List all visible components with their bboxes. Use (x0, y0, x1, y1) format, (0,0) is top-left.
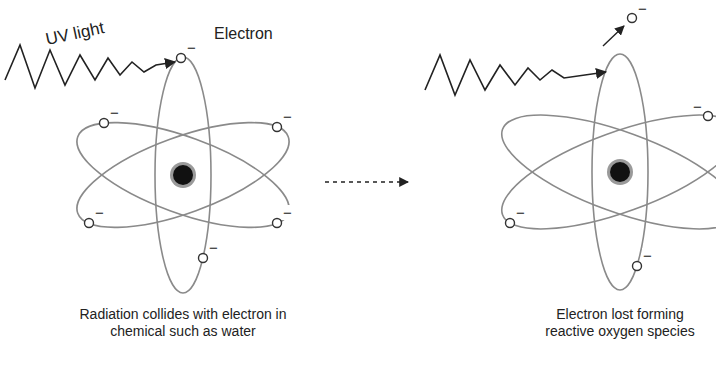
electrons (506, 14, 713, 271)
electron (100, 119, 109, 128)
right-atom (489, 54, 716, 290)
caption: Electron lost forming reactive oxygen sp… (534, 306, 706, 340)
orbit (489, 92, 716, 253)
electron (506, 219, 515, 228)
wave-label: UV light (44, 18, 106, 50)
nucleus-ring (170, 162, 196, 188)
charge-sign: − (186, 40, 197, 55)
uv-wave (5, 45, 175, 88)
charge-sign: − (637, 1, 648, 16)
orbit (155, 57, 211, 293)
electrons (85, 54, 282, 263)
charge-sign: − (282, 109, 293, 124)
charge-sign: − (94, 205, 105, 220)
nucleus (173, 165, 193, 185)
orbit (65, 101, 301, 249)
electron (704, 112, 713, 121)
transition-arrow (325, 181, 408, 182)
orbit (489, 92, 716, 253)
electron (633, 262, 642, 271)
nucleus-ring (607, 159, 633, 185)
electron (199, 254, 208, 263)
charge-sign: − (642, 248, 653, 263)
charge-sign: − (515, 205, 526, 220)
electron (85, 219, 94, 228)
charge-sign: − (692, 99, 703, 114)
orbit (65, 101, 301, 249)
electron (273, 123, 282, 132)
uv-wave (425, 55, 606, 95)
caption: Radiation collides with electron in chem… (72, 306, 294, 340)
charge-sign: − (208, 240, 219, 255)
left-atom (65, 57, 301, 293)
charge-sign: − (282, 205, 293, 220)
orbit (592, 54, 648, 290)
electron (177, 54, 186, 63)
ejected-electron (628, 14, 637, 23)
electron-label: Electron (214, 24, 273, 43)
ejection-arrow (603, 26, 624, 46)
electron (273, 219, 282, 228)
nucleus (610, 162, 630, 182)
charge-sign: − (109, 105, 120, 120)
